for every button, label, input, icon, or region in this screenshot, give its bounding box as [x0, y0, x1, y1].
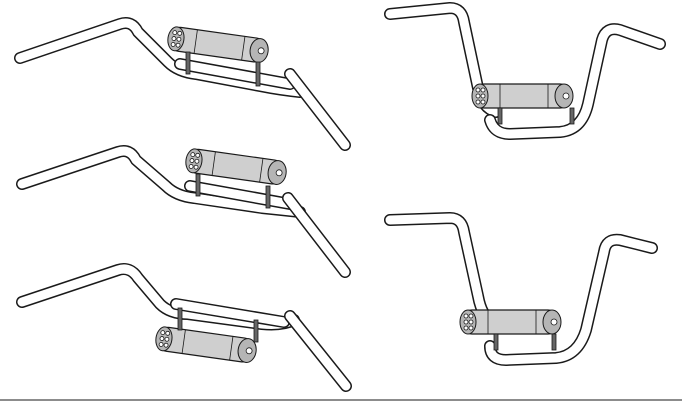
panel-5-speaker-pod — [459, 309, 562, 335]
panel-2-mount-strap-right — [265, 185, 271, 209]
panel-5-mount-strap-left — [493, 333, 499, 351]
panel-4-handlebar — [384, 2, 666, 140]
panel-4-mount-strap-right — [569, 107, 575, 125]
panel-3-handlebar — [16, 263, 352, 392]
panel-3-mount-strap-left — [177, 307, 183, 331]
panel-5-mount-strap-right — [551, 333, 557, 351]
panel-2-mount-strap-left — [195, 173, 201, 197]
panel-2-handlebar — [16, 145, 351, 278]
panel-1-mount-strap-left — [185, 51, 191, 75]
panel-3-mount-strap-right — [253, 319, 259, 343]
panel-1-handlebar — [14, 17, 351, 151]
panel-5-handlebar — [384, 212, 658, 366]
panel-1-speaker-pod — [165, 25, 271, 65]
panel-1-mount-strap-right — [255, 61, 261, 87]
panel-4-mount-strap-left — [497, 107, 503, 125]
panel-4-speaker-pod — [471, 83, 574, 109]
panel-3-speaker-pod — [153, 325, 259, 365]
